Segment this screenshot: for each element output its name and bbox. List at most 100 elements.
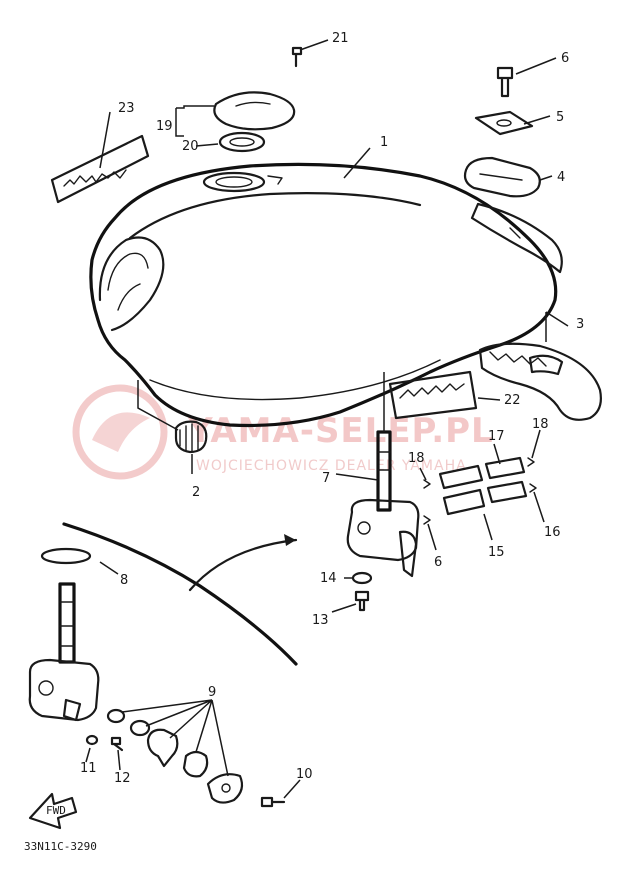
fwd-arrow: FWD xyxy=(28,792,78,830)
emblem-23 xyxy=(50,134,150,204)
cap-gasket-hole xyxy=(229,137,255,147)
rear-mount-bracket xyxy=(470,202,563,274)
callout-8: 8 xyxy=(120,573,128,588)
leader-13 xyxy=(331,603,357,613)
fuel-cap-assembly xyxy=(213,46,303,153)
leader-8 xyxy=(99,561,119,575)
leader-6-top xyxy=(515,57,557,75)
rear-mount-hardware xyxy=(463,66,541,198)
leader-21 xyxy=(299,39,329,51)
rear-damper-3 xyxy=(478,342,602,421)
tank-emblem-detail xyxy=(117,283,141,311)
rear-damper-body xyxy=(478,342,602,421)
standpipe-rings xyxy=(377,451,391,471)
divider-curve xyxy=(62,522,298,666)
cap-screw xyxy=(291,46,303,68)
tank-outline xyxy=(89,162,558,428)
leader-15 xyxy=(483,513,493,541)
leader-20 xyxy=(195,143,219,147)
callout-22: 22 xyxy=(504,393,521,408)
watermark: YAMA-SELEP.PL WOJCIECHOWICZ DEALER YAMAH… xyxy=(72,384,493,480)
damper-ridges xyxy=(489,351,547,367)
leader-23 xyxy=(99,111,111,169)
kit-seal-a xyxy=(106,708,126,724)
leader-lines xyxy=(85,39,569,799)
leader-7 xyxy=(335,473,379,481)
kit-seal-b xyxy=(129,719,151,737)
watermark-subtitle: WOJCIECHOWICZ DEALER YAMAHA xyxy=(196,458,467,474)
tank-emblem-area xyxy=(107,252,149,291)
leader-22 xyxy=(477,397,501,401)
kit-leader-lines xyxy=(121,699,229,777)
section-divider xyxy=(62,522,298,666)
tank-knee-recess xyxy=(98,236,165,332)
filler-neck-outer xyxy=(202,171,266,193)
drain-cap-knurl xyxy=(179,423,199,453)
tank-top-contour xyxy=(128,192,422,240)
detail-standpipe xyxy=(58,582,76,664)
collar-plate-hole xyxy=(496,119,512,127)
hose-17a xyxy=(438,464,484,490)
part-11 xyxy=(85,734,99,746)
callout-labels: 1 2 3 4 5 6 7 8 9 10 11 12 13 14 15 16 1… xyxy=(80,31,584,786)
callout-12: 12 xyxy=(114,771,131,786)
screw-13 xyxy=(354,590,370,612)
fuel-cock-standpipe xyxy=(376,430,392,512)
damper-slot xyxy=(479,173,523,181)
emblem-plate xyxy=(50,134,150,204)
callout-23: 23 xyxy=(118,101,135,116)
callout-4: 4 xyxy=(557,170,565,185)
collar-plate-5 xyxy=(474,110,534,136)
leader-10 xyxy=(283,779,301,799)
leader-3 xyxy=(545,311,569,342)
callout-18-right: 18 xyxy=(532,417,549,432)
cap-highlight xyxy=(235,101,271,107)
hose-17b xyxy=(484,456,526,480)
callout-1: 1 xyxy=(380,135,388,150)
detail-cock-outlet xyxy=(62,698,82,722)
leader-6 xyxy=(427,523,437,551)
damper-slot-3 xyxy=(528,354,564,376)
callout-14: 14 xyxy=(320,571,337,586)
screw-12 xyxy=(110,736,124,752)
leader-1 xyxy=(343,147,371,179)
leader-5 xyxy=(523,115,551,125)
leader-2 xyxy=(137,380,179,431)
cap-gasket xyxy=(218,131,266,153)
kit-plate-hole xyxy=(221,783,231,793)
fuel-cock-port xyxy=(357,521,371,535)
fuel-cock-lever xyxy=(398,530,418,578)
fwd-arrow-shape xyxy=(28,792,78,830)
filler-neck-inner xyxy=(215,176,253,188)
callout-6-bottom: 6 xyxy=(434,555,442,570)
detail-cock-port xyxy=(38,680,54,696)
detail-fuel-cock xyxy=(28,547,100,722)
callout-5: 5 xyxy=(556,110,564,125)
callout-17: 17 xyxy=(488,429,505,444)
callout-16: 16 xyxy=(544,525,561,540)
callout-19: 19 xyxy=(156,119,173,134)
bracket-slot xyxy=(509,227,521,239)
detail-cock-body xyxy=(28,658,100,722)
fuel-tank xyxy=(89,162,563,428)
callout-18-left: 18 xyxy=(408,451,425,466)
detail-fasteners xyxy=(85,734,286,808)
callout-20: 20 xyxy=(182,139,199,154)
callout-15: 15 xyxy=(488,545,505,560)
bolt-6 xyxy=(496,66,514,98)
leader-11 xyxy=(85,747,91,763)
leader-4 xyxy=(539,175,553,181)
fuel-cock-7 xyxy=(346,430,420,578)
callout-3: 3 xyxy=(576,317,584,332)
fuel-cap xyxy=(213,91,296,131)
kit-lever xyxy=(146,728,179,768)
callout-7: 7 xyxy=(322,471,330,486)
hose-15b xyxy=(486,480,528,504)
damper-4 xyxy=(463,156,541,198)
fwd-arrow-label: FWD xyxy=(46,804,66,817)
screw-10 xyxy=(260,796,286,808)
small-parts xyxy=(351,456,537,612)
filler-tab xyxy=(267,175,283,185)
